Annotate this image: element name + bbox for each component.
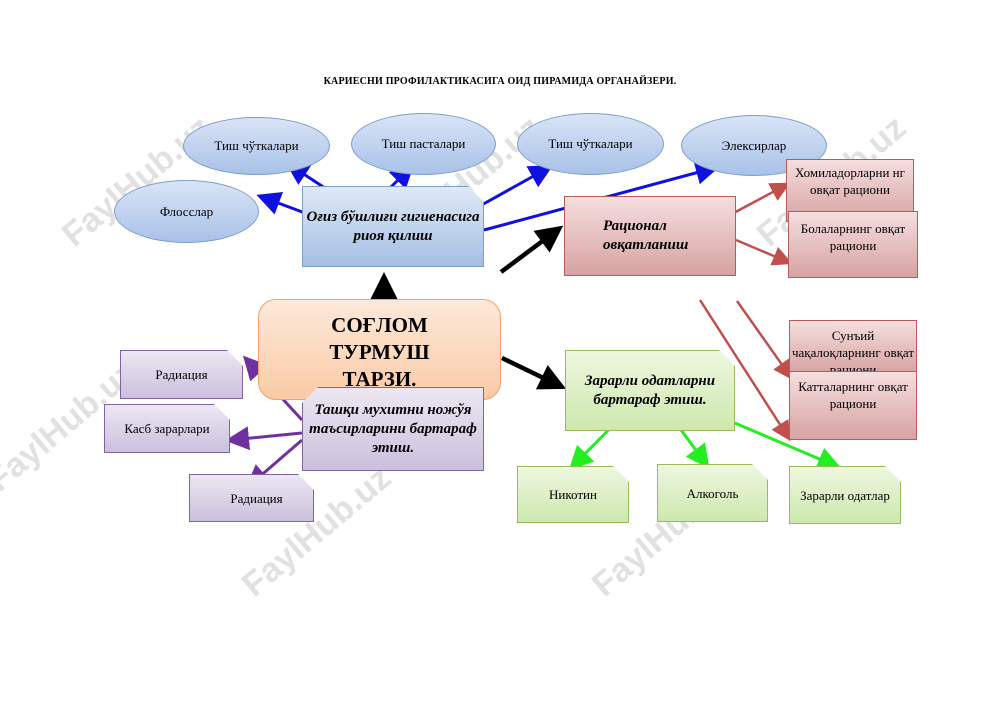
item-occupational-hazards: Касб зарарлари [104,404,230,453]
item-nicotine: Никотин [517,466,629,523]
arrow-center-nutrition [499,225,564,274]
branch-environment: Ташқи мухитни ножўя таъсирларини бартара… [302,387,484,471]
arrow-hygiene-floss [256,192,306,215]
item-radiation: Радиация [120,350,243,399]
arrow-nutrition-artificial [735,300,793,381]
item-alcohol: Алкоголь [657,464,768,522]
oval-toothpastes: Тиш пасталари [351,113,496,175]
branch-environment-label: Ташқи мухитни ножўя таъсирларини бартара… [309,401,477,456]
item-occupational-hazards-label: Касб зарарлари [124,421,210,436]
item-other-habits: Зарарли одатлар [789,466,901,524]
center-label: СОҒЛОМ ТУРМУШ ТАРЗИ. [329,313,430,391]
branch-habits: Зарарли одатларни бартараф этиш. [565,350,735,431]
oval-elixirs: Элексирлар [681,115,827,176]
arrow-nutrition-children [735,238,793,266]
oval-floss: Флосслар [114,180,259,243]
branch-hygiene-label: Оғиз бўшлиғи гигиенасига риоя қилиш [306,208,480,244]
item-artificial-infant-diet: Сунъий чақалоқларнинг овқат рациони [789,320,917,374]
item-radiation-label: Радиация [155,367,208,382]
item-adults-diet: Катталарнинг овқат рациони [789,371,917,440]
item-children-diet: Болаларнинг овқат рациони [788,211,918,278]
item-alcohol-label: Алкоголь [686,485,739,501]
item-adults-diet-label: Катталарнинг овқат рациони [798,379,908,411]
branch-nutrition-label: Рационал овқатланиш [603,218,689,253]
branch-habits-label: Зарарли одатларни бартараф этиш. [584,372,716,408]
oval-toothbrushes-2: Тиш чўткалари [517,113,664,175]
arrow-hygiene-brushes-2 [477,165,554,209]
oval-toothbrushes: Тиш чўткалари [183,117,330,175]
branch-nutrition: Рационал овқатланиш [564,196,736,276]
item-radiation-2-label: Радиация [230,490,283,506]
item-artificial-infant-diet-label: Сунъий чақалоқларнинг овқат рациони [791,328,915,374]
branch-hygiene: Оғиз бўшлиғи гигиенасига риоя қилиш [302,186,484,267]
item-pregnant-diet-label: Хомиладорларни нг овқат рациони [795,165,905,197]
arrow-env-occupational [225,426,303,451]
item-nicotine-label: Никотин [549,487,597,502]
item-children-diet-label: Болаларнинг овқат рациони [800,221,906,253]
page-title: КАРИЕСНИ ПРОФИЛАКТИКАСИГА ОИД ПИРАМИДА О… [323,76,677,87]
item-radiation-2: Радиация [189,474,314,522]
item-other-habits-label: Зарарли одатлар [800,487,890,503]
arrow-center-habits [501,355,567,390]
arrow-nutrition-pregnant [727,182,791,218]
arrow-nutrition-adults [698,299,791,442]
center-node: СОҒЛОМ ТУРМУШ ТАРЗИ. [258,299,501,400]
